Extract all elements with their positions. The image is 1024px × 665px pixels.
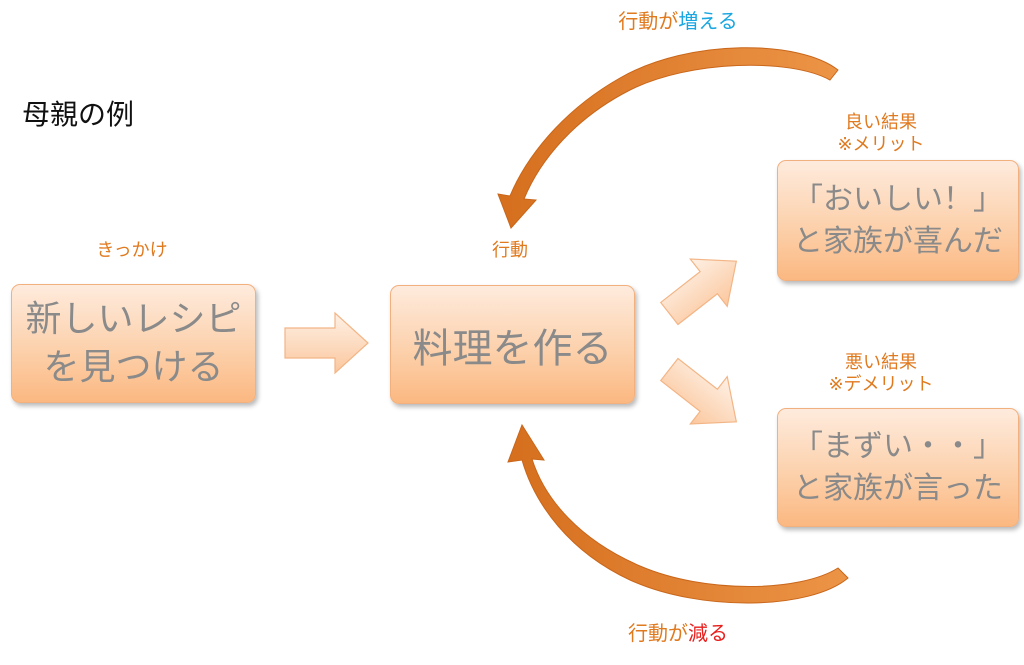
- trigger-to-action-arrow: [284, 311, 369, 375]
- good-line-1: 「おいしい！」: [793, 181, 1003, 217]
- action-to-bad-arrow: [659, 357, 738, 425]
- bad-result-note: ※デメリット: [828, 374, 934, 395]
- action-box: 料理を作る: [390, 285, 635, 404]
- bad-line-2: と家族が言った: [793, 470, 1003, 506]
- increase-prefix: 行動が: [618, 9, 679, 33]
- decrease-label: 行動が減る: [578, 622, 778, 644]
- increase-word: 増える: [678, 9, 738, 33]
- trigger-box: 新しいレシピ を見つける: [11, 284, 256, 403]
- page-title: 母親の例: [22, 98, 135, 131]
- decrease-prefix: 行動が: [628, 621, 688, 645]
- bad-line-1: 「まずい・・」: [793, 428, 1003, 464]
- bad-result-label: 悪い結果 ※デメリット: [806, 352, 956, 396]
- good-result-note: ※メリット: [837, 134, 925, 155]
- increase-curved-arrow: [497, 47, 839, 229]
- good-line-2: と家族が喜んだ: [793, 223, 1003, 259]
- action-label: 行動: [492, 240, 528, 261]
- decrease-curved-arrow: [507, 423, 849, 604]
- bad-result-box: 「まずい・・」 と家族が言った: [777, 408, 1019, 527]
- action-to-good-arrow: [659, 258, 738, 326]
- trigger-line-2: を見つける: [43, 346, 224, 388]
- increase-label: 行動が増える: [578, 10, 778, 32]
- decrease-word: 減る: [688, 621, 728, 645]
- good-result-box: 「おいしい！」 と家族が喜んだ: [777, 160, 1019, 281]
- trigger-line-1: 新しいレシピ: [25, 298, 242, 340]
- action-text: 料理を作る: [412, 325, 613, 372]
- good-result-label: 良い結果 ※メリット: [806, 112, 956, 156]
- good-result-title: 良い結果: [845, 112, 917, 133]
- bad-result-title: 悪い結果: [845, 352, 917, 373]
- trigger-label: きっかけ: [96, 240, 168, 261]
